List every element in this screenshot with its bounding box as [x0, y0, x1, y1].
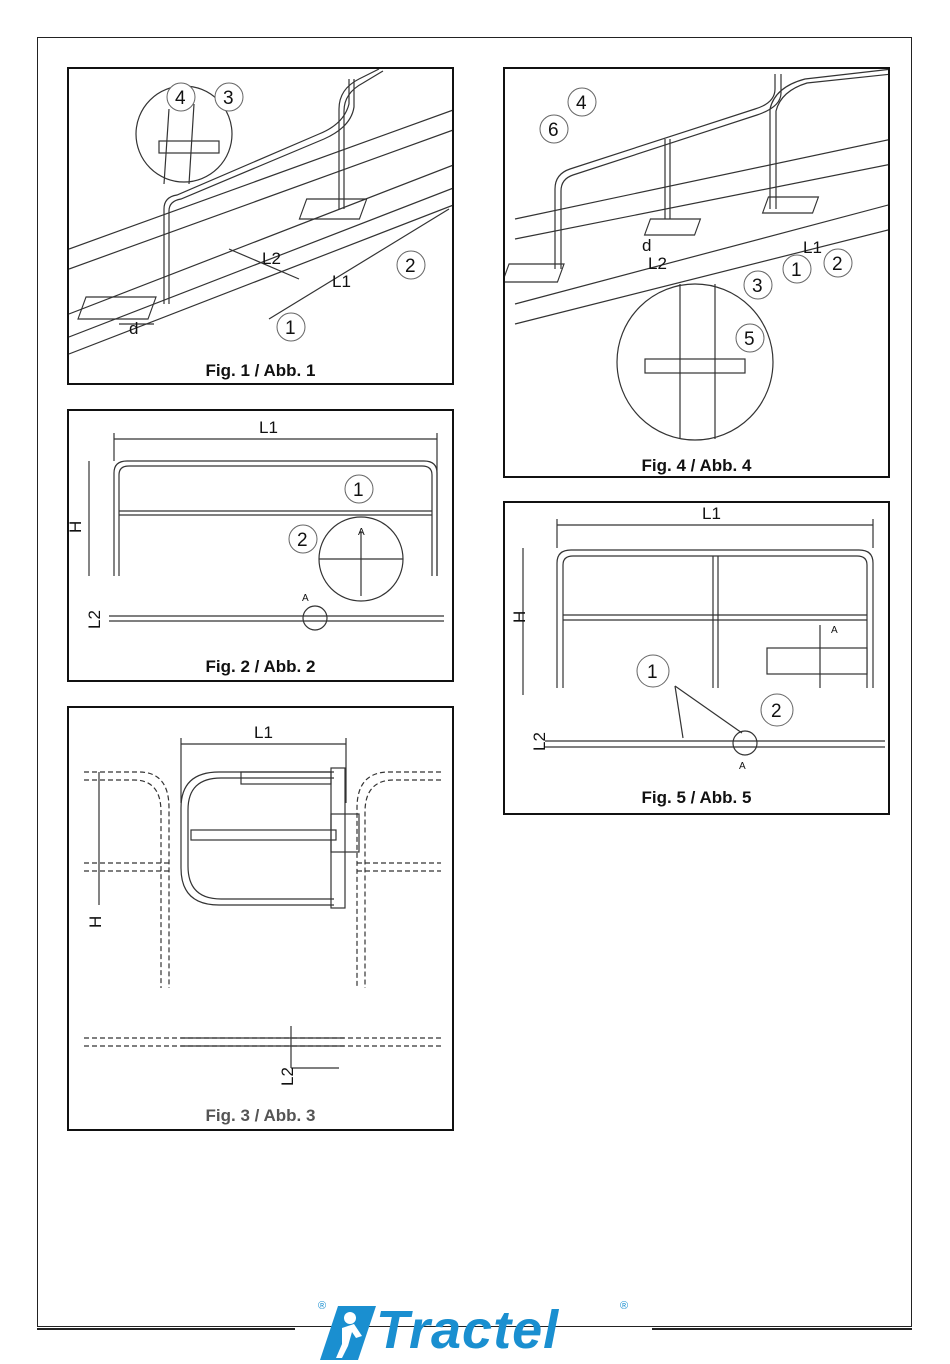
fig5-callout-1: 1	[647, 662, 658, 683]
figure-3-drawing: L1 H L2	[69, 708, 454, 1131]
figure-1: 4 3 2 1 L2 L1 d Fig. 1 / Abb. 1	[67, 67, 454, 385]
figure-4: 4 6 3 1 2 5 d L2 L1 Fig. 4 / Abb. 4	[503, 67, 890, 478]
figure-5-drawing: L1 H L2 1 2 A A	[505, 503, 890, 815]
fig3-dim-l1: L1	[254, 723, 273, 742]
fig2-detail-marker: A	[302, 593, 309, 604]
fig1-callout-2: 2	[405, 256, 416, 277]
fig5-caption: Fig. 5 / Abb. 5	[505, 788, 888, 808]
fig4-callout-5: 5	[744, 329, 755, 350]
fig4-caption: Fig. 4 / Abb. 4	[505, 456, 888, 476]
fig1-callout-3: 3	[223, 88, 234, 109]
fig1-dim-d: d	[129, 319, 138, 338]
fig1-dim-l1: L1	[332, 272, 351, 291]
fig3-dim-h: H	[86, 916, 105, 928]
fig4-dim-l2: L2	[648, 254, 667, 273]
logo-registered-right: ®	[620, 1300, 628, 1312]
figure-2-drawing: L1 H L2 1 2 A A	[69, 411, 454, 682]
fig2-callout-2: 2	[297, 530, 308, 551]
footer-rule-right	[652, 1328, 912, 1330]
fig4-callout-2: 2	[832, 254, 843, 275]
fig2-dim-l2: L2	[85, 610, 104, 629]
logo-wordmark: Tractel	[376, 1300, 559, 1360]
figure-1-drawing: 4 3 2 1 L2 L1 d	[69, 69, 454, 385]
fig5-dim-l2: L2	[530, 732, 549, 751]
fig2-callout-1: 1	[353, 480, 364, 501]
fig2-detail-label: A	[358, 527, 365, 538]
fig5-callout-2: 2	[771, 701, 782, 722]
fig4-dim-d: d	[642, 236, 651, 255]
fig2-dim-h: H	[69, 521, 85, 533]
fig3-caption: Fig. 3 / Abb. 3	[69, 1106, 452, 1126]
fig1-dim-l2: L2	[262, 249, 281, 268]
fig2-caption: Fig. 2 / Abb. 2	[69, 657, 452, 677]
fig3-dim-l2: L2	[278, 1067, 297, 1086]
fig1-callout-1: 1	[285, 318, 296, 339]
figure-4-drawing: 4 6 3 1 2 5 d L2 L1	[505, 69, 890, 478]
worker-icon	[320, 1302, 376, 1362]
fig5-dim-h: H	[510, 611, 529, 623]
fig4-callout-3: 3	[752, 276, 763, 297]
figure-3: L1 H L2 Fig. 3 / Abb. 3	[67, 706, 454, 1131]
fig5-detail-label: A	[831, 625, 838, 636]
footer-rule-left	[37, 1328, 295, 1330]
fig4-callout-1: 1	[791, 260, 802, 281]
figure-2: L1 H L2 1 2 A A Fig. 2 / Abb. 2	[67, 409, 454, 682]
tractel-logo: ® Tractel ®	[318, 1298, 634, 1362]
fig1-caption: Fig. 1 / Abb. 1	[69, 361, 452, 381]
figure-5: L1 H L2 1 2 A A Fig. 5 / Abb. 5	[503, 501, 890, 815]
fig4-callout-6: 6	[548, 120, 559, 141]
fig1-callout-4: 4	[175, 88, 186, 109]
fig2-dim-l1: L1	[259, 418, 278, 437]
fig4-callout-4: 4	[576, 93, 587, 114]
fig5-detail-marker: A	[739, 761, 746, 772]
fig5-dim-l1: L1	[702, 504, 721, 523]
fig4-dim-l1: L1	[803, 238, 822, 257]
